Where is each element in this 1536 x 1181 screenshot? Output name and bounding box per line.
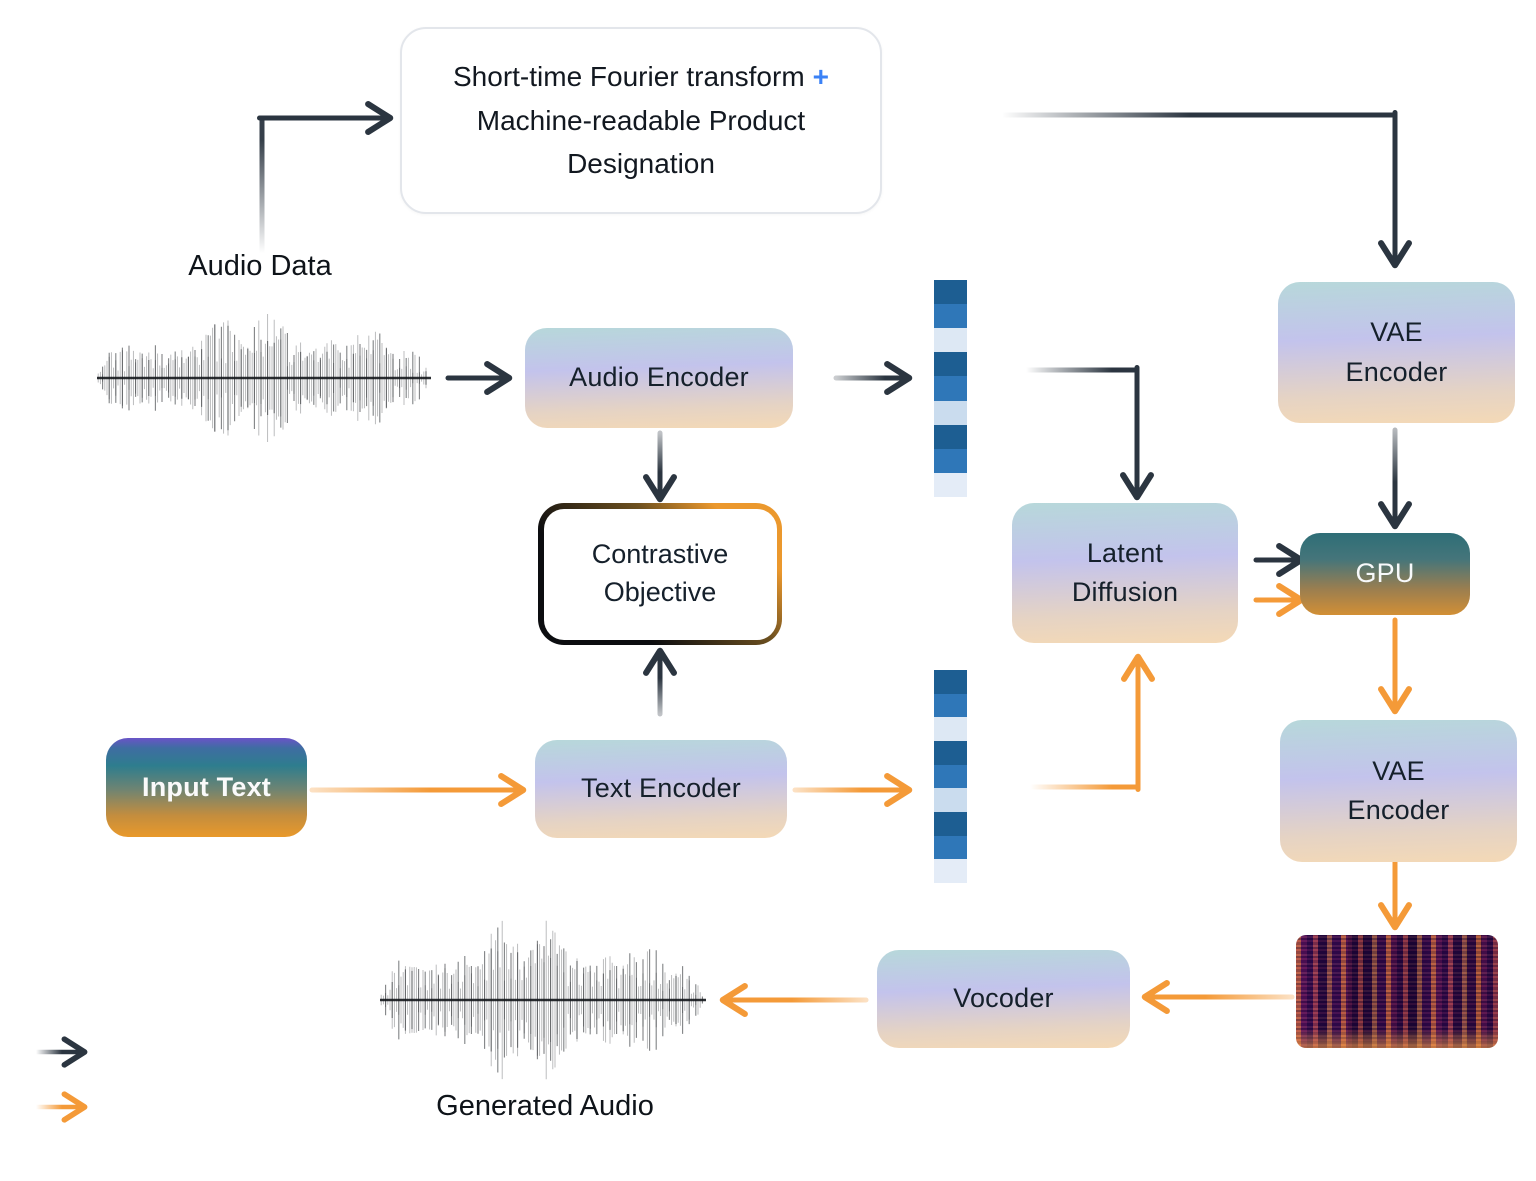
embedding-cell xyxy=(934,835,967,860)
embedding-cell xyxy=(934,448,967,473)
embedding-cell xyxy=(934,304,967,329)
audio-data-waveform-icon xyxy=(97,314,431,442)
embedding-cell xyxy=(934,352,967,377)
embedding-cell xyxy=(934,812,967,836)
text-encoder-box: Text Encoder xyxy=(535,740,787,838)
audio-encoder-box: Audio Encoder xyxy=(525,328,793,428)
embedding-cell xyxy=(934,400,967,425)
stft-line23: Machine-readable Product Designation xyxy=(476,104,806,180)
embedding-cell xyxy=(934,424,967,449)
contrastive-objective-box: Contrastive Objective xyxy=(538,503,782,645)
vae-encoder-right-box: VAE Encoder xyxy=(1280,720,1517,862)
input-text-box: Input Text xyxy=(106,738,307,837)
embedding-cell xyxy=(934,280,967,305)
stft-text: Short-time Fourier transform+ Machine-re… xyxy=(453,55,829,185)
embedding-cell xyxy=(934,788,967,813)
contrastive-objective-label: Contrastive Objective xyxy=(543,508,777,640)
latent-diffusion-box: Latent Diffusion xyxy=(1012,503,1238,643)
spectrogram-image xyxy=(1296,935,1498,1048)
embedding-cell xyxy=(934,717,967,742)
audio-embedding-bar xyxy=(934,280,967,497)
legend xyxy=(33,1036,88,1123)
generated-audio-label: Generated Audio xyxy=(436,1090,654,1122)
embedding-cell xyxy=(934,670,967,694)
vae-encoder-top-box: VAE Encoder xyxy=(1278,282,1515,423)
embedding-cell xyxy=(934,741,967,765)
embedding-cell xyxy=(934,376,967,401)
embedding-cell xyxy=(934,328,967,353)
vocoder-box: Vocoder xyxy=(877,950,1130,1048)
text-embedding-bar xyxy=(934,670,967,884)
generated-audio-waveform-icon xyxy=(380,920,706,1080)
stft-line1: Short-time Fourier transform xyxy=(453,61,805,93)
embedding-cell xyxy=(934,764,967,789)
gpu-box: GPU xyxy=(1300,533,1470,615)
embedding-cell xyxy=(934,859,967,884)
embedding-cell xyxy=(934,472,967,497)
audio-data-label: Audio Data xyxy=(188,250,332,282)
plus-sign: + xyxy=(812,61,829,93)
stft-box: Short-time Fourier transform+ Machine-re… xyxy=(400,27,882,214)
embedding-cell xyxy=(934,693,967,718)
